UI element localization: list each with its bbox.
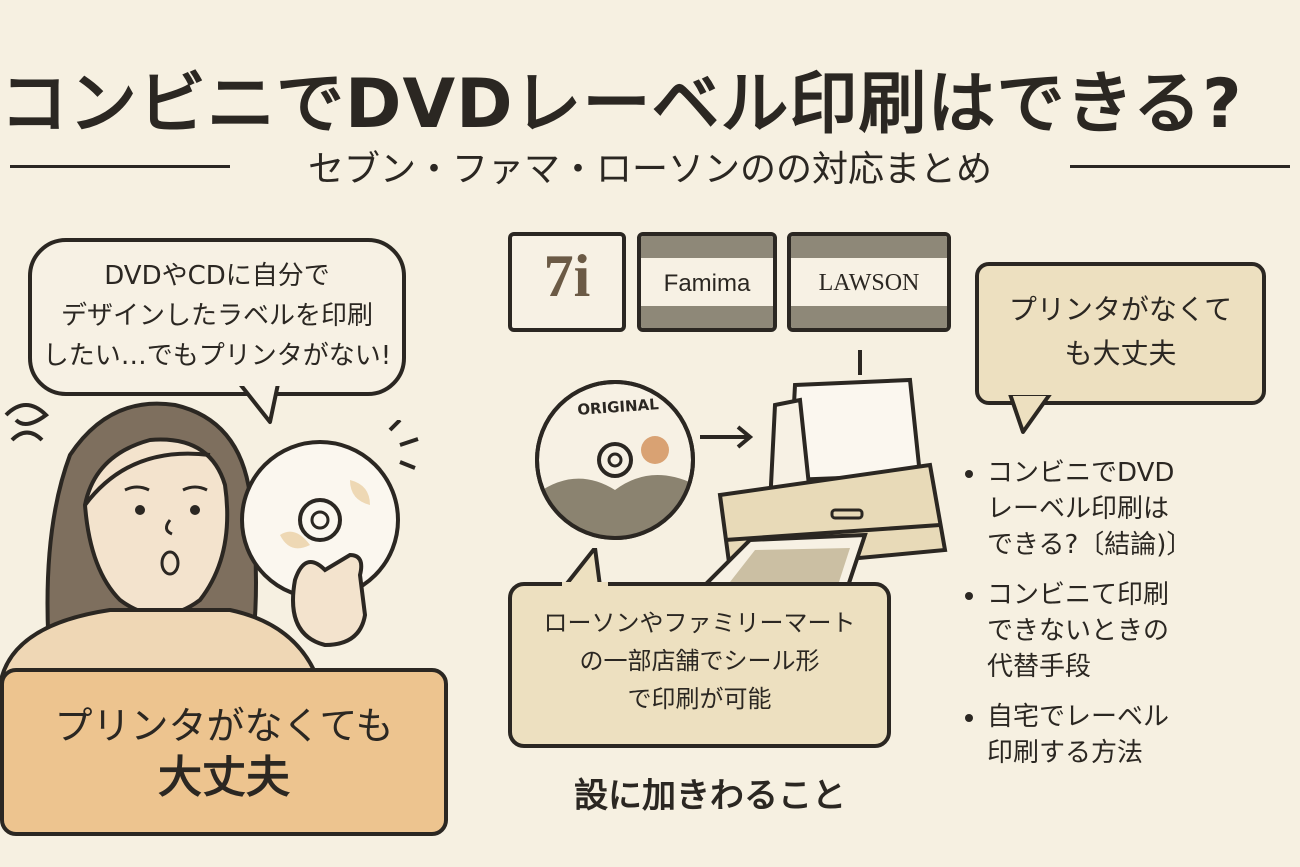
seven-eleven-logo: 7i — [508, 232, 626, 332]
speech-line-2: デザインしたラベルを印刷 — [60, 301, 373, 331]
page-subtitle: セブン・ファマ・ローソンのの対応まとめ — [307, 149, 992, 190]
toc-item-3-line-2: 印刷する方法 — [987, 738, 1144, 768]
speech-line-3: したい…でもプリンタがない! — [42, 341, 392, 371]
toc-item-2-line-1: コンビニて印刷 — [987, 580, 1170, 610]
toc-item-1-line-1: コンビニでDVD — [987, 458, 1175, 488]
right-bubble-line-1: プリンタがなくて — [1008, 293, 1233, 326]
held-disc — [240, 420, 419, 648]
toc-item-1-line-3: できる?〔結論)〕 — [987, 530, 1193, 560]
original-disc — [535, 380, 754, 540]
bottom-caption: 設に加きわること — [574, 776, 846, 816]
left-box-line-2: 大丈夫 — [158, 752, 290, 803]
toc-item-3[interactable]: 自宅でレーベル 印刷する方法 — [987, 699, 1285, 771]
famima-logo: Famima — [637, 232, 777, 332]
toc-item-2[interactable]: コンビニて印刷 できないときの 代替手段 — [987, 577, 1285, 685]
right-bubble: プリンタがなくて も大丈夫 — [975, 262, 1266, 405]
speech-bubble: DVDやCDに自分で デザインしたラベルを印刷 したい…でもプリンタがない! — [28, 238, 406, 396]
famima-logo-text: Famima — [663, 270, 751, 297]
right-bubble-line-2: も大丈夫 — [1064, 337, 1177, 370]
toc-item-2-line-3: 代替手段 — [987, 652, 1092, 682]
lawson-logo-text: LAWSON — [818, 270, 920, 296]
right-bubble-tail — [1005, 392, 1060, 434]
center-box-line-1: ローソンやファミリーマート — [543, 609, 856, 637]
woman-illustration — [0, 401, 323, 685]
center-box-line-2: の一部店舗でシール形 — [579, 647, 820, 675]
toc-item-1[interactable]: コンビニでDVD レーベル印刷は できる?〔結論)〕 — [987, 455, 1285, 563]
lawson-logo: LAWSON — [787, 232, 951, 332]
seven-logo-text: 7i — [543, 243, 591, 309]
left-highlight-box: プリンタがなくても 大丈夫 — [0, 668, 448, 836]
page-title: コンビニでDVDレーベル印刷はできる? — [0, 65, 1243, 144]
speech-line-1: DVDやCDに自分で — [104, 261, 330, 291]
left-box-line-1: プリンタがなくても — [54, 704, 394, 748]
subtitle-divider-left — [10, 165, 230, 168]
toc-item-1-line-2: レーベル印刷は — [987, 494, 1170, 524]
subtitle-divider-right — [1070, 165, 1290, 168]
toc-item-2-line-2: できないときの — [987, 616, 1170, 646]
toc-list: コンビニでDVD レーベル印刷は できる?〔結論)〕 コンビニて印刷 できないと… — [965, 455, 1285, 785]
center-box-tail — [562, 548, 608, 588]
speech-bubble-tail — [236, 384, 282, 424]
center-info-box: ローソンやファミリーマート の一部店舗でシール形 で印刷が可能 — [508, 582, 891, 748]
center-box-line-3: で印刷が可能 — [627, 685, 772, 713]
toc-item-3-line-1: 自宅でレーベル — [987, 702, 1170, 732]
printer-illustration — [700, 350, 948, 595]
